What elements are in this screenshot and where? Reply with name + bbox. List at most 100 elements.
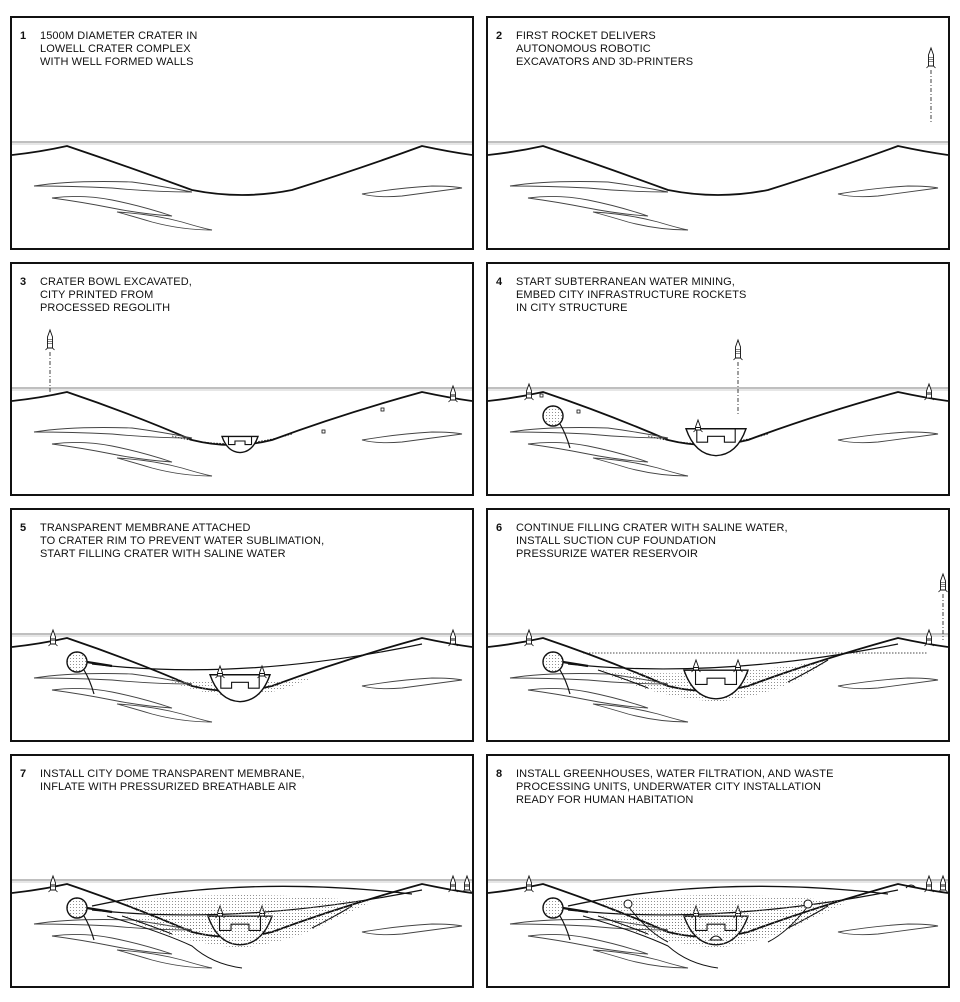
water-reservoir [542, 405, 564, 427]
city-hull [683, 669, 749, 700]
rocket-icon [693, 418, 703, 433]
reservoir-pipe [582, 915, 719, 969]
panel-3: 3 CRATER BOWL EXCAVATED, CITY PRINTED FR… [10, 262, 474, 496]
step-number: 2 [496, 30, 503, 42]
regolith-layer [361, 185, 463, 198]
crater-scene [12, 874, 472, 969]
step-number: 8 [496, 768, 503, 780]
regolith-layer [116, 703, 213, 723]
rocket-icon [938, 572, 948, 593]
crater-scene [12, 141, 472, 231]
robot-icon [539, 393, 544, 398]
regolith-layer [51, 441, 173, 463]
suction-cable [121, 915, 173, 935]
rocket-icon [257, 664, 267, 679]
regolith-layer [837, 185, 939, 198]
crater-scene [488, 874, 948, 969]
anchor-mount [562, 660, 589, 668]
dome-air-fill [598, 895, 848, 946]
city-hull [209, 674, 271, 703]
regolith-layer [837, 923, 939, 936]
regolith-layer [592, 211, 689, 231]
rocket-icon [524, 628, 534, 647]
city-structure [696, 428, 736, 443]
regolith-layer [361, 923, 463, 936]
rocket-icon [691, 658, 701, 673]
water-reservoir [542, 897, 564, 919]
city-structure [220, 674, 260, 689]
regolith-layer [527, 195, 649, 217]
regolith-layer [527, 441, 649, 463]
crater-scene [12, 628, 472, 723]
regolith-layer [116, 211, 213, 231]
panel-1: 1 1500m DIAMETER CRATER IN LOWELL CRATER… [10, 16, 474, 250]
regolith-layer [33, 427, 193, 439]
reservoir-pipe [106, 915, 243, 969]
rocket-icon [926, 46, 936, 69]
city-structure [227, 436, 253, 446]
rocket-icon [45, 328, 55, 351]
step-number: 4 [496, 276, 503, 288]
crater-profile [12, 145, 472, 196]
regolith-layer [527, 687, 649, 709]
panel-2: 2 FIRST ROCKET DELIVERS AUTONOMOUS ROBOT… [486, 16, 950, 250]
regolith-layer [592, 457, 689, 477]
regolith-layer [51, 933, 173, 955]
step-number: 1 [20, 30, 27, 42]
rocket-icon [448, 628, 458, 647]
step-caption: INSTALL CITY DOME TRANSPARENT MEMBRANE, … [40, 768, 305, 793]
step-caption: CRATER BOWL EXCAVATED, CITY PRINTED FROM… [40, 276, 192, 314]
mining-pipe [83, 669, 95, 695]
panel-7: 7 INSTALL CITY DOME TRANSPARENT MEMBRANE… [10, 754, 474, 988]
waste-processing-unit [708, 935, 724, 941]
step-caption: FIRST ROCKET DELIVERS AUTONOMOUS ROBOTIC… [516, 30, 694, 68]
step-number: 5 [20, 522, 27, 534]
regolith-layer [51, 195, 173, 217]
mining-pipe [559, 423, 571, 449]
filtration-pipe [767, 905, 809, 943]
crater-scene [12, 328, 472, 477]
suction-cable [787, 659, 829, 683]
water-reservoir [66, 897, 88, 919]
rocket-icon [924, 382, 934, 401]
suction-cable [597, 669, 649, 689]
rocket-icon [48, 874, 58, 893]
panel-5: 5 TRANSPARENT MEMBRANE ATTACHED TO CRATE… [10, 508, 474, 742]
anchor-mount [86, 906, 113, 914]
dome-membrane [91, 885, 413, 907]
regolith-layer [51, 687, 173, 709]
greenhouse-dome [905, 884, 917, 889]
city-hull [685, 428, 747, 457]
step-number: 6 [496, 522, 503, 534]
panel-4: 4 START SUBTERRANEAN WATER MINING, EMBED… [486, 262, 950, 496]
regolith-layer [592, 949, 689, 969]
rocket-icon [938, 874, 948, 893]
rocket-icon [524, 382, 534, 401]
rocket-icon [924, 628, 934, 647]
step-caption: START SUBTERRANEAN WATER MINING, EMBED C… [516, 276, 747, 314]
rocket-icon [524, 874, 534, 893]
suction-cable [597, 915, 649, 935]
greenhouse-unit [803, 899, 813, 909]
city-hull [221, 435, 259, 454]
regolith-layer [527, 933, 649, 955]
membrane-line [567, 643, 899, 670]
robot-icon [380, 407, 385, 412]
water-reservoir [542, 651, 564, 673]
crater-scene [488, 572, 948, 723]
filtration-pipe [627, 905, 669, 943]
rocket-icon [924, 874, 934, 893]
step-caption: TRANSPARENT MEMBRANE ATTACHED TO CRATER … [40, 522, 325, 560]
panel-8: 8 INSTALL GREENHOUSES, WATER FILTRATION,… [486, 754, 950, 988]
rocket-icon [733, 338, 743, 361]
anchor-mount [562, 906, 589, 914]
mining-pipe [559, 669, 571, 695]
crater-scene [488, 46, 948, 231]
city-structure [694, 670, 738, 686]
rocket-icon [48, 628, 58, 647]
panel-6: 6 CONTINUE FILLING CRATER WITH SALINE WA… [486, 508, 950, 742]
rocket-icon [733, 658, 743, 673]
step-number: 7 [20, 768, 27, 780]
anchor-mount [86, 660, 113, 668]
